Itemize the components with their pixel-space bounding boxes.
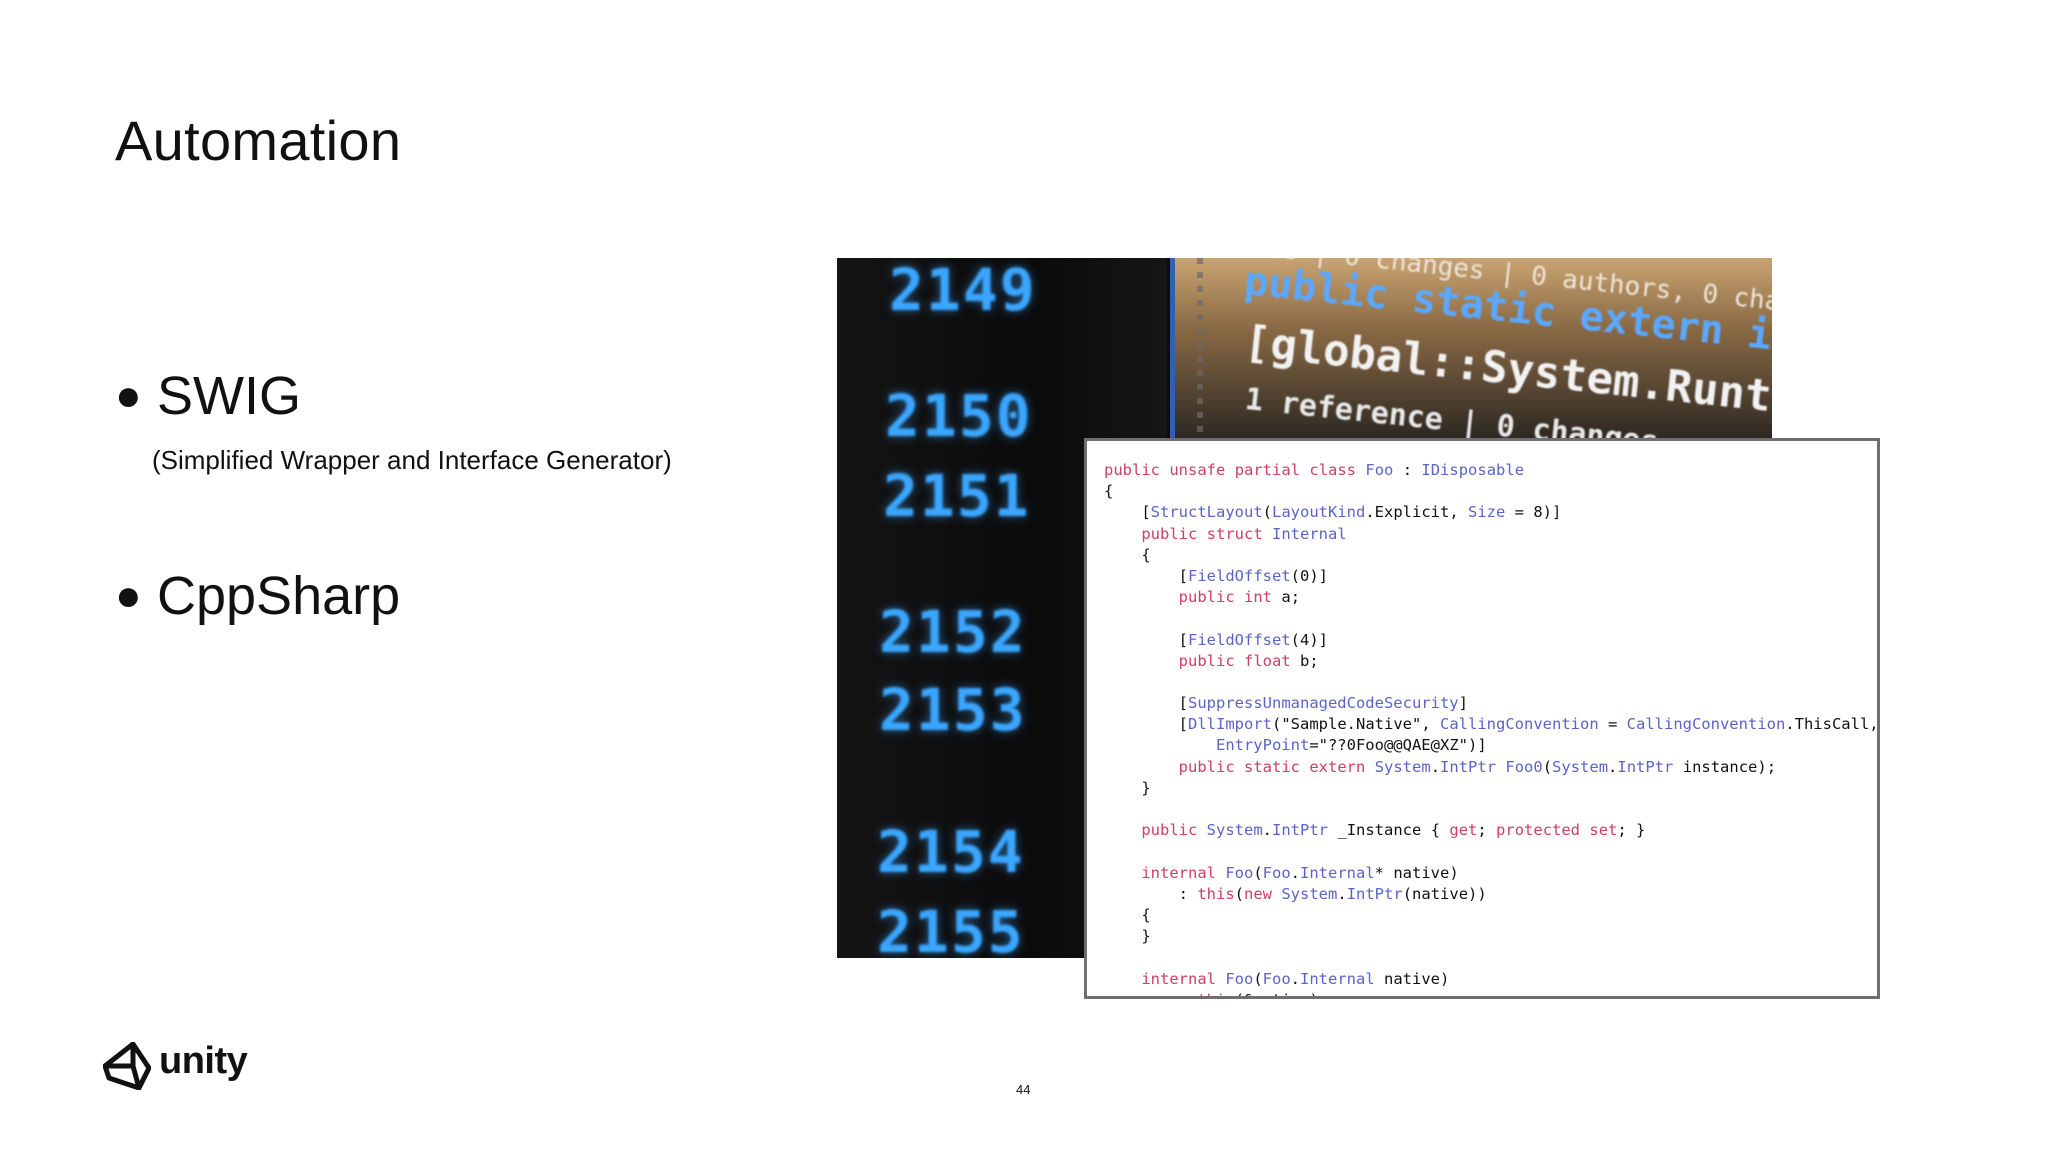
code-line: internal Foo(Foo.Internal* native)	[1141, 863, 1459, 882]
code-line: public int a;	[1178, 588, 1301, 607]
code-line	[1104, 947, 1877, 968]
code-line: [StructLayout(LayoutKind.Explicit, Size …	[1104, 503, 1562, 522]
code-snippet: public unsafe partial class Foo : IDispo…	[1104, 460, 1879, 996]
code-line: }	[1104, 778, 1151, 797]
code-line: [DllImport("Sample.Native", CallingConve…	[1104, 715, 1879, 734]
bullet-marker: ●	[115, 371, 142, 420]
page-number: 44	[1016, 1082, 1031, 1097]
code-line: }	[1104, 927, 1151, 946]
bullet-label: CppSharp	[157, 566, 401, 626]
line-number: 2152	[879, 598, 1027, 666]
line-number: 2154	[877, 818, 1025, 886]
code-line: EntryPoint="??0Foo@@QAE@XZ")]	[1215, 736, 1487, 755]
bullet-sublabel: (Simplified Wrapper and Interface Genera…	[152, 445, 672, 475]
code-snippet-panel: public unsafe partial class Foo : IDispo…	[1084, 438, 1880, 999]
code-line	[1104, 608, 1877, 629]
code-line: {	[1104, 905, 1151, 924]
line-number: 2149	[889, 258, 1037, 324]
bullet-label: SWIG	[157, 366, 301, 426]
bullet-marker: ●	[115, 571, 142, 620]
bullet-item-swig: ● SWIG (Simplified Wrapper and Interface …	[115, 365, 672, 475]
line-number: 2150	[885, 382, 1033, 450]
code-line: : this(new System.IntPtr(native))	[1104, 884, 1487, 903]
photo-code-area	[1175, 258, 1772, 458]
code-line	[1104, 841, 1877, 862]
code-line: {	[1104, 545, 1151, 564]
code-line: public float b;	[1178, 651, 1319, 670]
slide-title: Automation	[115, 109, 402, 172]
code-line: public struct Internal	[1141, 524, 1347, 543]
code-line: {	[1104, 482, 1114, 501]
unity-logo-text: unity	[159, 1040, 248, 1082]
line-number: 2155	[877, 898, 1025, 958]
unity-cube-icon	[103, 1042, 151, 1090]
line-number: 2151	[883, 462, 1031, 530]
code-line: public static extern System.IntPtr Foo0(…	[1178, 757, 1777, 776]
code-line: public System.IntPtr _Instance { get; pr…	[1141, 821, 1646, 840]
code-line: internal Foo(Foo.Internal native)	[1141, 969, 1450, 988]
code-line: : this(&native)	[1104, 990, 1877, 996]
bullet-item-cppsharp: ● CppSharp	[115, 565, 400, 627]
line-number: 2153	[879, 676, 1027, 744]
code-line: [FieldOffset(0)]	[1104, 566, 1328, 585]
code-line: [SuppressUnmanagedCodeSecurity]	[1104, 694, 1468, 713]
code-line: [FieldOffset(4)]	[1104, 630, 1328, 649]
code-line	[1104, 799, 1877, 820]
code-line: public unsafe partial class Foo : IDispo…	[1104, 461, 1525, 479]
code-line	[1104, 672, 1877, 693]
